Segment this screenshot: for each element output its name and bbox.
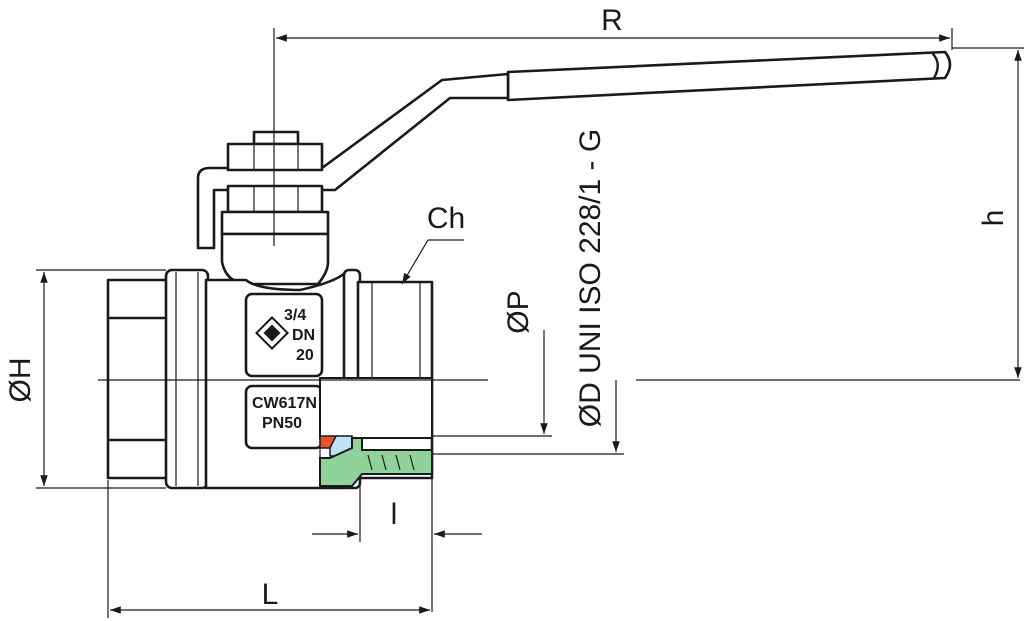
dimension-h [952, 47, 1024, 378]
dimension-H [36, 269, 166, 489]
dimension-L-label: L [262, 578, 279, 611]
marking-dn-value: 20 [296, 347, 314, 364]
marking-size: 3/4 [284, 307, 306, 324]
dimension-R-label: R [601, 4, 623, 37]
dimension-D-label: ØD UNI ISO 228/1 - G [574, 129, 607, 427]
dimension-h-label: h [977, 210, 1010, 227]
marking-material: CW617N [252, 395, 317, 412]
valve-outline [98, 50, 1020, 490]
dimension-P-label: ØP [502, 290, 535, 333]
dimension-l [312, 476, 482, 612]
marking-dn-label: DN [292, 327, 315, 344]
dimension-D [432, 380, 624, 455]
section-cutaway [319, 377, 433, 487]
dimension-l-label: l [391, 498, 398, 531]
lever-handle [196, 50, 952, 250]
dimension-R [273, 28, 953, 246]
dimension-H-label: ØH [4, 358, 37, 403]
dimension-L [107, 480, 430, 618]
marking-pressure: PN50 [262, 415, 302, 432]
thread-green [319, 437, 433, 487]
brand-logo-diamond [255, 316, 289, 350]
dimension-Ch-label: Ch [427, 202, 465, 235]
dimension-P [432, 330, 552, 437]
dimension-Ch [401, 239, 464, 285]
